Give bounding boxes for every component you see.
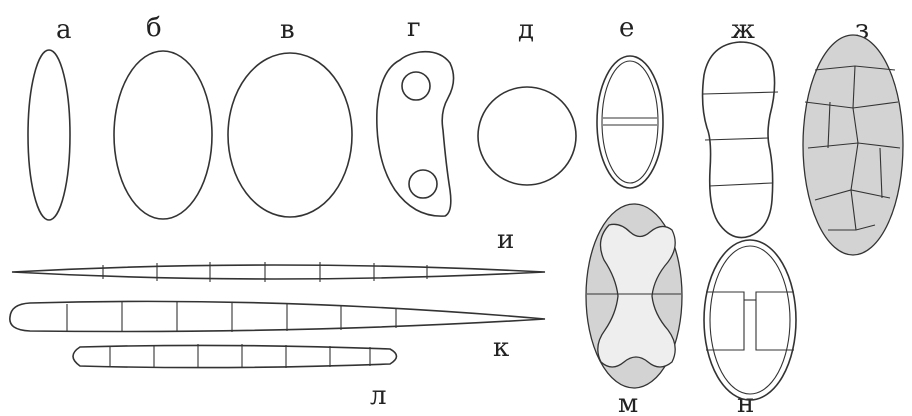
inclusion-top — [402, 72, 430, 100]
cell-e — [597, 56, 663, 188]
label-n: н — [737, 389, 754, 416]
label-k: к — [493, 333, 509, 363]
cell-k — [10, 301, 545, 332]
label-zh: ж — [731, 15, 755, 45]
label-a: а — [56, 15, 72, 45]
inclusion-bottom — [409, 170, 437, 198]
label-l: л — [370, 381, 387, 411]
cell-m — [586, 204, 682, 388]
cell-zh — [703, 42, 778, 238]
label-i: и — [497, 225, 514, 255]
cell-g — [377, 52, 454, 216]
cell-b — [114, 51, 212, 219]
label-m: м — [618, 389, 638, 416]
cell-l — [73, 344, 397, 368]
cell-v — [228, 53, 352, 217]
label-g: г — [407, 13, 421, 43]
label-e: е — [619, 13, 634, 43]
cell-i — [12, 262, 545, 282]
cell-a — [28, 50, 70, 220]
label-b: б — [146, 13, 162, 43]
label-d: д — [518, 15, 534, 45]
cell-d — [478, 87, 576, 185]
cell-z — [803, 35, 903, 255]
label-v: в — [280, 15, 295, 45]
cell-n — [704, 240, 796, 400]
